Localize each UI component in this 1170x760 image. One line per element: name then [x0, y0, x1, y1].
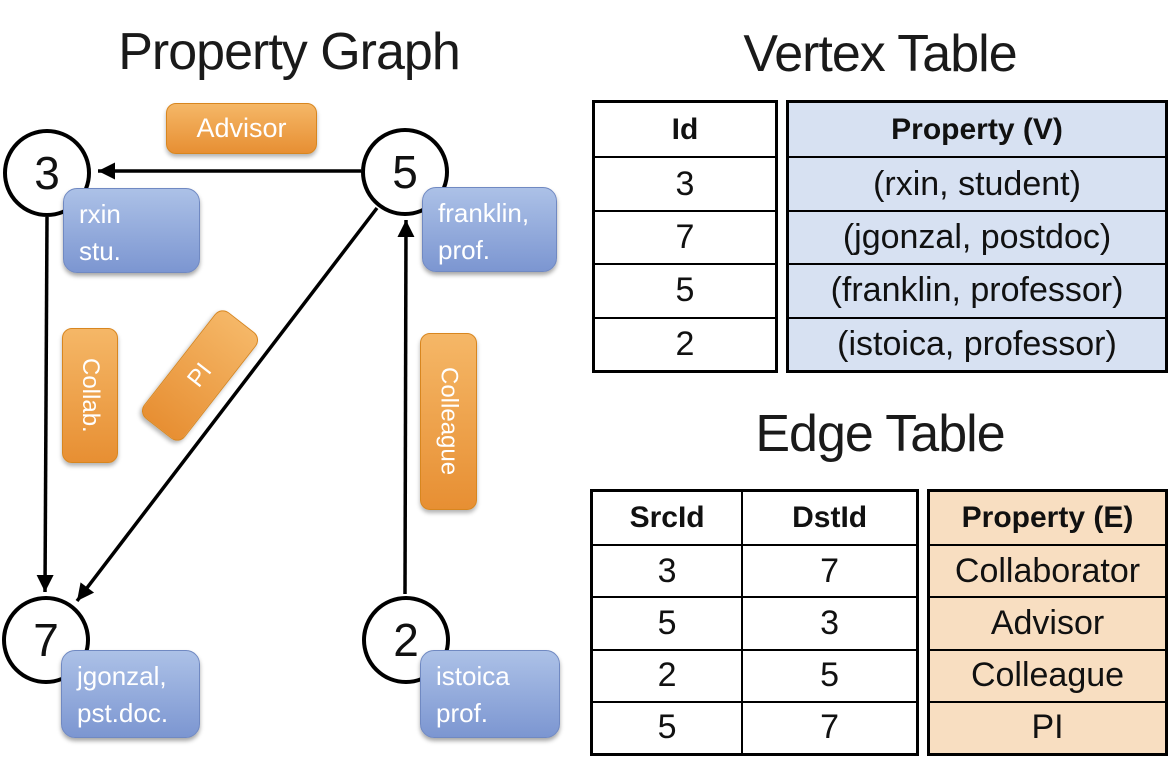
- node-2: 2: [362, 596, 450, 684]
- vertex-table-cell-property-1: (jgonzal, postdoc): [789, 209, 1165, 264]
- vertex-box-jgonzal-line1: jgonzal,: [77, 661, 167, 691]
- vertex-table-id-column: Id 3 7 5 2: [592, 100, 778, 373]
- edge-label-colleague-text: Colleague: [435, 367, 463, 476]
- vertex-box-rxin-line2: stu.: [79, 235, 121, 266]
- node-7-label: 7: [33, 614, 59, 666]
- edge-table-cell-property-3: PI: [930, 700, 1165, 753]
- vertex-table-cell-property-2: (franklin, professor): [789, 263, 1165, 317]
- vertex-table-cell-id-1: 7: [595, 209, 775, 263]
- edge-table-cell-dst-0: 7: [741, 544, 916, 597]
- vertex-box-istoica: istoica prof.: [420, 650, 560, 738]
- vertex-table-header-property: Property (V): [789, 103, 1165, 157]
- vertex-box-franklin-line2: prof.: [438, 234, 491, 265]
- vertex-table-cell-id-2: 5: [595, 263, 775, 316]
- edge-table-header-dstid: DstId: [741, 492, 916, 545]
- edge-table-property-column: Property (E) Collaborator Advisor Collea…: [927, 489, 1168, 756]
- edge-3-to-7-collaborator: [36, 216, 54, 593]
- edge-table-cell-src-3: 5: [593, 700, 742, 753]
- vertex-table-header-id: Id: [671, 112, 699, 146]
- edge-label-advisor-text: Advisor: [196, 113, 287, 143]
- vertex-table-cell-id-3: 2: [595, 316, 775, 370]
- node-5: 5: [361, 128, 449, 216]
- vertex-box-jgonzal-line2: pst.doc.: [77, 697, 169, 728]
- edge-label-collab-text: Collab.: [77, 358, 104, 433]
- vertex-box-franklin-line1: franklin,: [438, 198, 530, 228]
- vertex-box-franklin: franklin, prof.: [422, 187, 557, 272]
- edge-2-to-5-colleague: [397, 219, 415, 595]
- edge-label-pi-text: PI: [181, 357, 218, 393]
- vertex-table-property-column: Property (V) (rxin, student) (jgonzal, p…: [786, 100, 1168, 373]
- vertex-table-title: Vertex Table: [743, 25, 1017, 83]
- vertex-box-istoica-line2: prof.: [436, 697, 489, 728]
- vertex-box-rxin: rxin stu.: [63, 188, 200, 273]
- edge-table-id-columns: SrcId DstId 3 7 5 3 2 5 5 7: [590, 489, 919, 756]
- edge-label-colleague: Colleague: [420, 333, 477, 510]
- edge-table-header-property: Property (E): [930, 492, 1165, 545]
- vertex-box-jgonzal: jgonzal, pst.doc.: [61, 650, 200, 738]
- edge-table-header-srcid: SrcId: [629, 501, 705, 535]
- vertex-table-cell-property-3: (istoica, professor): [789, 316, 1165, 370]
- edge-table-cell-src-2: 2: [593, 648, 742, 701]
- property-graph-title: Property Graph: [118, 23, 461, 81]
- vertex-table-cell-id-0: 3: [595, 156, 775, 209]
- edge-table-cell-dst-3: 7: [741, 700, 916, 753]
- edge-table-cell-dst-2: 5: [741, 648, 916, 701]
- vertex-box-istoica-line1: istoica: [436, 661, 510, 691]
- edge-table-cell-property-1: Advisor: [930, 596, 1165, 649]
- edge-5-to-7-pi: [75, 206, 379, 603]
- edge-label-collab: Collab.: [62, 328, 118, 463]
- graph-edges-svg: [36, 162, 415, 603]
- vertex-box-rxin-line1: rxin: [79, 199, 121, 229]
- edge-label-advisor: Advisor: [166, 103, 317, 154]
- edge-table-cell-src-1: 5: [593, 596, 742, 648]
- vertex-table-cell-property-0: (rxin, student): [789, 156, 1165, 210]
- edge-table-cell-dst-1: 3: [741, 596, 916, 649]
- node-2-label: 2: [393, 614, 419, 666]
- edge-table-cell-src-0: 3: [593, 544, 742, 596]
- node-5-label: 5: [392, 146, 418, 198]
- edge-table-cell-property-2: Colleague: [930, 648, 1165, 701]
- edge-table-cell-property-0: Collaborator: [930, 544, 1165, 597]
- edge-table-title: Edge Table: [755, 405, 1005, 463]
- node-3-label: 3: [34, 147, 60, 199]
